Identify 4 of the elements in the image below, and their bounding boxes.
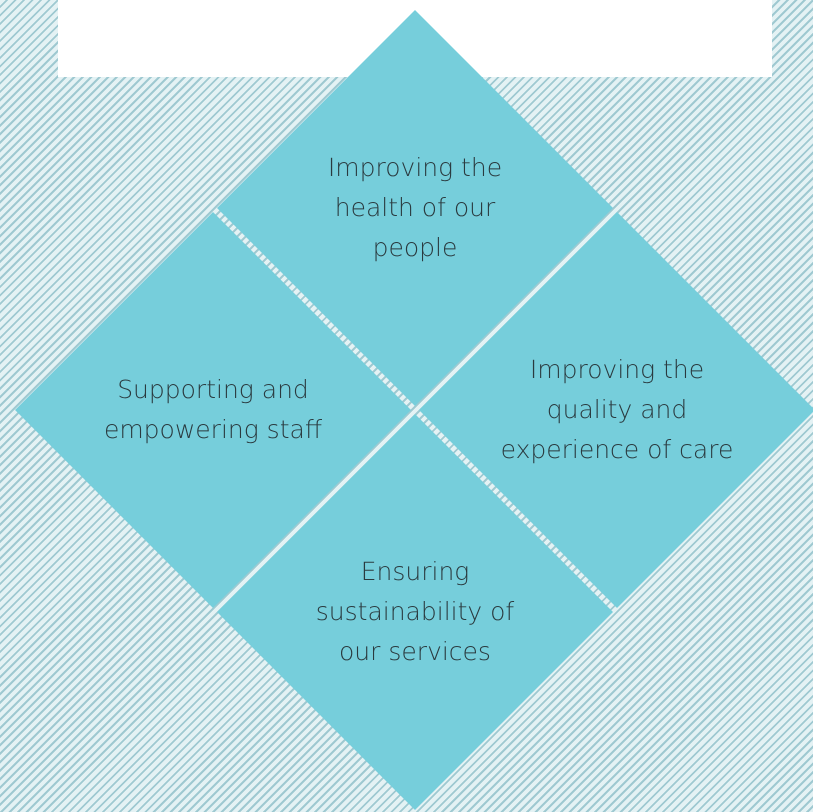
diamond-text: Improving the quality and experience of care	[500, 354, 734, 466]
diamond-text: Ensuring sustainability of our services	[314, 556, 516, 668]
diamond-text: Improving the health of our people	[326, 152, 504, 264]
diamond-text: Supporting and empowering staff	[102, 374, 324, 446]
